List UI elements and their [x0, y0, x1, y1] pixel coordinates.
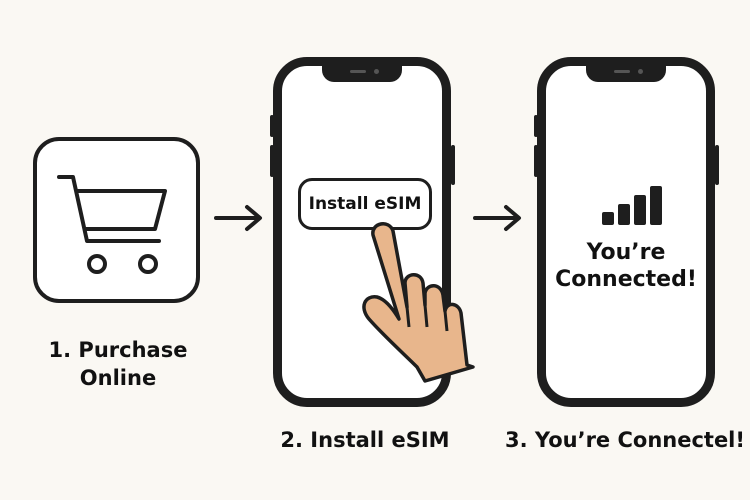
phone-side-button: [270, 115, 274, 137]
phone-side-button: [451, 145, 455, 185]
step1-label: 1. Purchase Online: [20, 336, 216, 392]
phone-side-button: [270, 145, 274, 177]
step1-label-line2: Online: [79, 366, 157, 390]
phone-install: Install eSIM: [273, 57, 451, 407]
install-esim-button[interactable]: Install eSIM: [298, 178, 432, 230]
pointing-hand-icon: [362, 222, 475, 383]
phone-connected: You’re Connected!: [537, 57, 715, 407]
connected-text-line1: You’re: [586, 240, 666, 265]
signal-bars-icon: [602, 186, 662, 225]
connected-text-line2: Connected!: [555, 267, 697, 292]
cart-box: [33, 137, 200, 303]
arrow-right-icon: [473, 205, 521, 231]
phone-notch: [586, 64, 666, 82]
phone-notch: [322, 64, 402, 82]
phone-side-button: [534, 115, 538, 137]
shopping-cart-icon: [57, 175, 167, 274]
arrow-right-icon: [214, 205, 262, 231]
step1-label-line1: 1. Purchase: [48, 338, 188, 362]
phone-side-button: [715, 145, 719, 185]
phone-side-button: [534, 145, 538, 177]
step2-label: 2. Install eSIM: [280, 428, 450, 452]
step3-label: 3. You’re Connectel!: [505, 428, 745, 452]
